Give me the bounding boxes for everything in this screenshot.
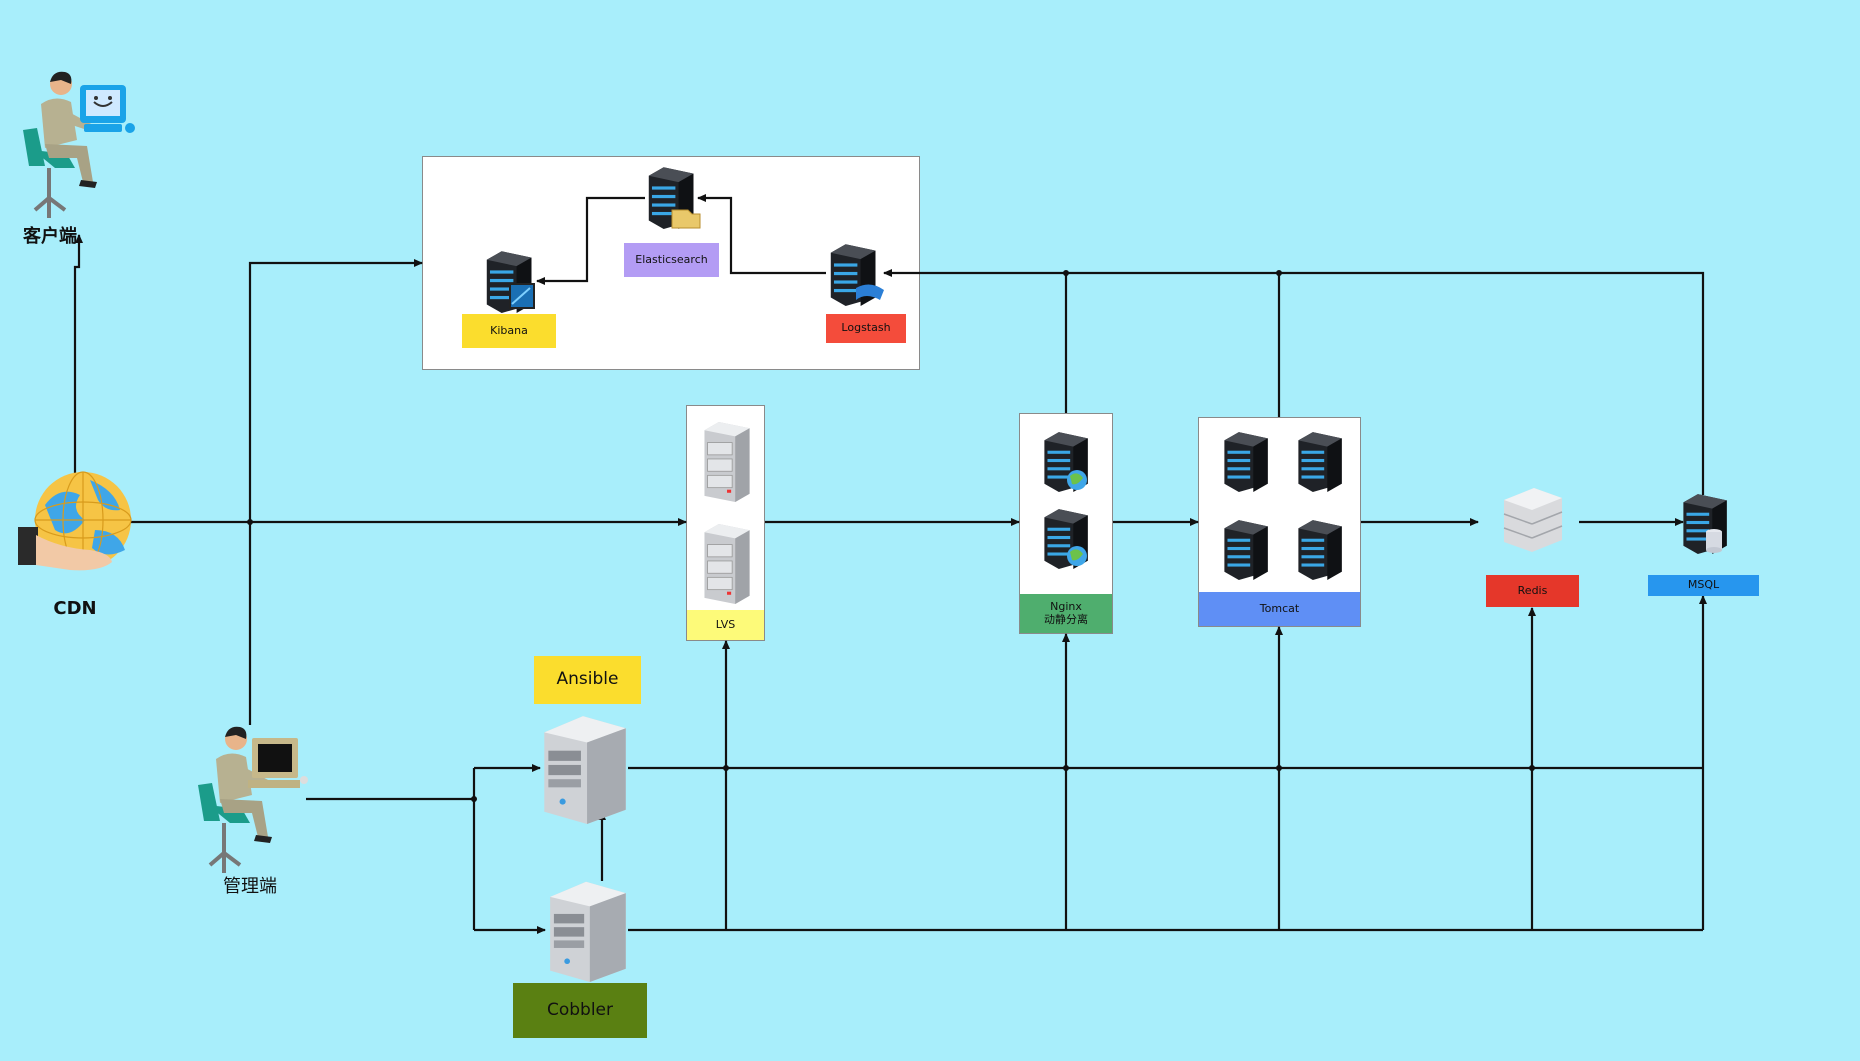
link-mysql-logstash <box>883 269 1705 495</box>
server-database-icon <box>1683 494 1727 554</box>
link-cdn-client <box>73 234 83 476</box>
link-elasticsearch-kibana <box>536 196 645 285</box>
rack-server-icon <box>1503 488 1563 552</box>
redis-label: Redis <box>1486 575 1579 607</box>
server-folder-icon <box>648 167 701 229</box>
cdn-label: CDN <box>53 597 97 619</box>
server-monitor-icon <box>486 251 535 313</box>
dark-server-icon <box>1224 432 1342 580</box>
globe-hand-icon <box>18 471 132 571</box>
tower-server-icon <box>550 881 626 982</box>
logstash-label: Logstash <box>826 314 906 343</box>
ansible-label: Ansible <box>534 656 641 704</box>
user-terminal-icon <box>196 725 308 875</box>
elasticsearch-label: Elasticsearch <box>624 243 719 277</box>
admin-label: 管理端 <box>223 875 277 897</box>
mysql-label: MSQL <box>1648 575 1759 596</box>
server-film-icon <box>830 244 884 306</box>
tower-server-icon <box>544 716 626 824</box>
client-label: 客户端 <box>23 225 77 247</box>
tomcat-label: Tomcat <box>1199 592 1360 626</box>
gray-server-icon <box>703 421 751 604</box>
cobbler-label: Cobbler <box>513 983 647 1038</box>
nginx-label-line2: 动静分离 <box>1044 612 1088 626</box>
link-admin-elk <box>248 259 423 725</box>
user-computer-icon <box>21 70 135 220</box>
nginx-label: Nginx 动静分离 <box>1020 594 1112 633</box>
kibana-label: Kibana <box>462 314 556 348</box>
nginx-label-line1: Nginx <box>1050 599 1082 613</box>
link-logstash-elasticsearch <box>697 194 826 275</box>
lvs-label: LVS <box>687 610 764 640</box>
server-globe-icon <box>1044 432 1088 569</box>
